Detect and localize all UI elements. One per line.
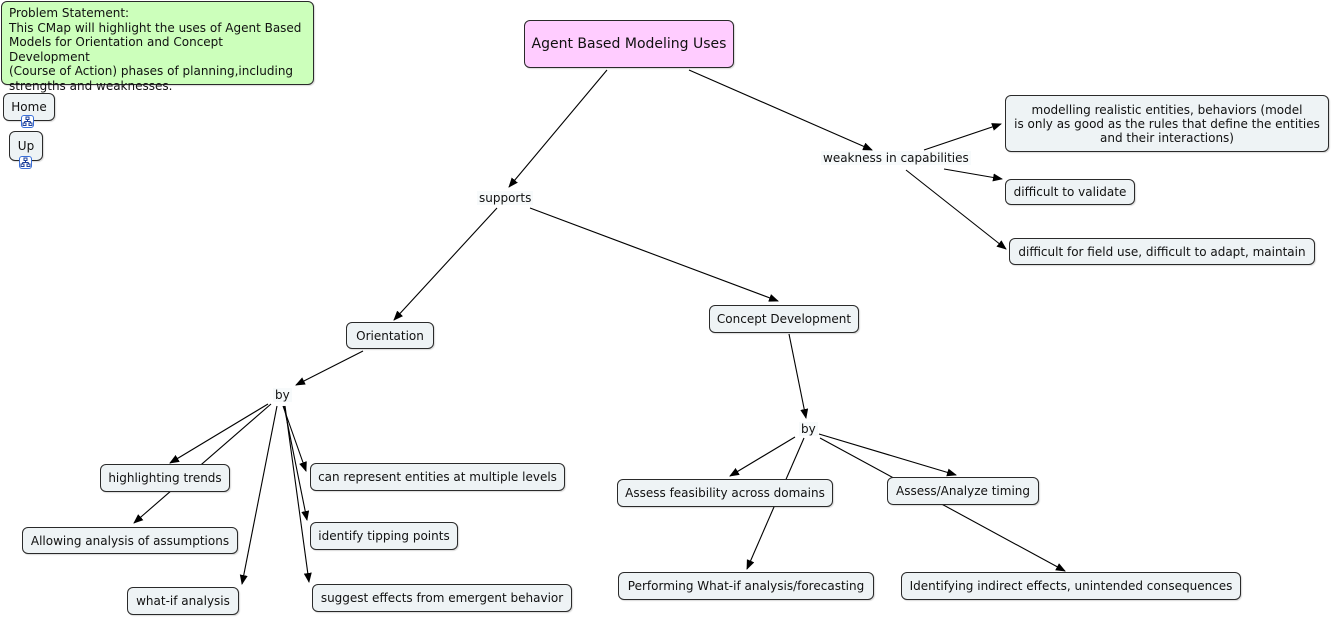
concept-tipping-points[interactable]: identify tipping points [310, 522, 458, 550]
concept-multiple-levels[interactable]: can represent entities at multiple level… [310, 463, 565, 491]
concept-difficult-to-validate[interactable]: difficult to validate [1005, 179, 1135, 205]
concept-concept-development[interactable]: Concept Development [709, 305, 859, 333]
home-label: Home [11, 100, 47, 114]
concept-modelling-realistic[interactable]: modelling realistic entities, behaviors … [1005, 95, 1329, 152]
concept-performing-forecasting[interactable]: Performing What-if analysis/forecasting [618, 572, 874, 600]
concept-highlighting-trends[interactable]: highlighting trends [100, 464, 230, 492]
link-by-orientation: by [273, 388, 292, 402]
up-label: Up [17, 139, 35, 153]
problem-statement-text: Problem Statement: This CMap will highli… [9, 6, 302, 93]
root-label: Agent Based Modeling Uses [531, 36, 727, 52]
concept-assess-feasibility[interactable]: Assess feasibility across domains [617, 479, 833, 507]
root-concept[interactable]: Agent Based Modeling Uses [524, 20, 734, 68]
link-supports: supports [477, 191, 534, 205]
link-by-concept: by [799, 422, 818, 436]
link-weakness: weakness in capabilities [821, 151, 971, 165]
concept-indirect-effects[interactable]: Identifying indirect effects, unintended… [901, 572, 1241, 600]
concept-allowing-analysis[interactable]: Allowing analysis of assumptions [22, 527, 238, 554]
concept-what-if-analysis[interactable]: what-if analysis [127, 587, 239, 615]
problem-statement-box: Problem Statement: This CMap will highli… [1, 1, 314, 93]
concept-emergent-behavior[interactable]: suggest effects from emergent behavior [312, 584, 572, 612]
concept-analyze-timing[interactable]: Assess/Analyze timing [887, 477, 1039, 505]
concept-map-icon[interactable] [19, 156, 32, 169]
concept-map-icon[interactable] [21, 115, 34, 128]
concept-difficult-field-use[interactable]: difficult for field use, difficult to ad… [1009, 238, 1315, 265]
concept-orientation[interactable]: Orientation [346, 322, 434, 349]
